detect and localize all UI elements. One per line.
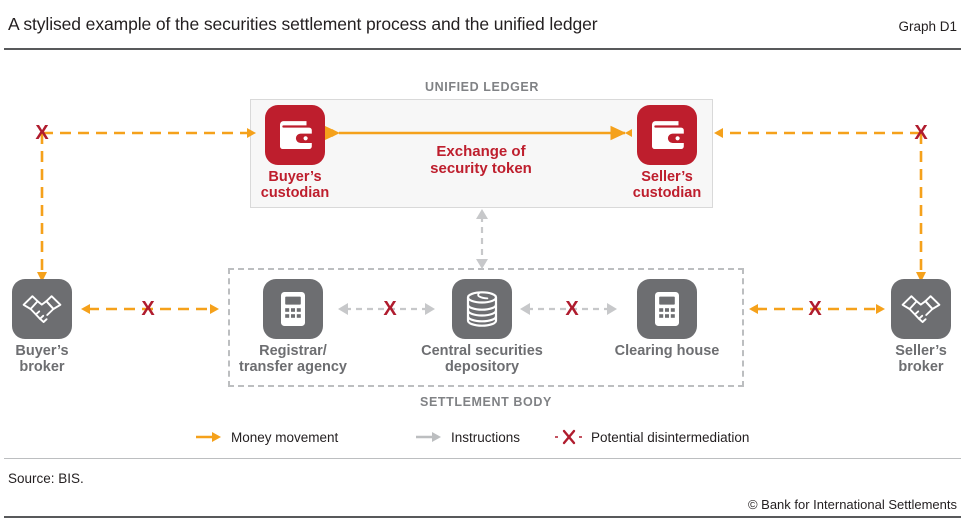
- database-icon: [452, 279, 512, 339]
- legend-item-money-movement: Money movement: [195, 425, 338, 449]
- unified-ledger-caption: UNIFIED LEDGER: [425, 80, 539, 94]
- handshake-icon: [891, 279, 951, 339]
- x-marker-left-corner: X: [35, 122, 49, 144]
- legend-label: Potential disintermediation: [591, 429, 750, 445]
- money-path-right: [714, 128, 926, 282]
- solid-orange-arrow-icon: [196, 432, 221, 442]
- red-x-dashed-icon: [555, 429, 583, 445]
- x-marker-settlement-seller-broker: X: [808, 298, 822, 320]
- header-divider: [4, 48, 961, 50]
- footer-divider-top: [4, 458, 961, 459]
- node-label: Clearing house: [614, 343, 720, 359]
- legend-label: Instructions: [451, 429, 521, 445]
- copyright-note: © Bank for International Settlements: [747, 497, 957, 512]
- legend-item-instructions: Instructions: [415, 425, 520, 449]
- footer-divider-bottom: [4, 516, 961, 518]
- settlement-body-box: [228, 268, 744, 387]
- node-label: Seller’s custodian: [632, 169, 702, 202]
- money-path-left: [37, 128, 256, 282]
- legend-label: Money movement: [231, 429, 339, 445]
- instruction-arrow-ledger-settlement: [476, 209, 488, 269]
- x-marker-csd-clearing: X: [565, 298, 579, 320]
- graph-number: Graph D1: [898, 19, 957, 34]
- solid-grey-arrow-icon: [416, 432, 441, 442]
- node-label: Buyer’s custodian: [260, 169, 330, 202]
- settlement-body-caption: SETTLEMENT BODY: [420, 395, 552, 409]
- legend-item-potential-disintermediation: Potential disintermediation: [555, 425, 749, 449]
- node-label: Buyer’s broker: [15, 343, 69, 376]
- node-label: Registrar/ transfer agency: [239, 343, 347, 376]
- legend: Money movement Instructions Potential di…: [195, 425, 775, 449]
- exchange-of-security-token-label: Exchange of security token: [430, 143, 532, 178]
- x-marker-right-corner: X: [914, 122, 928, 144]
- x-marker-registrar-csd: X: [383, 298, 397, 320]
- page-title: A stylised example of the securities set…: [8, 14, 598, 34]
- node-label: Central securities depository: [421, 343, 543, 376]
- unified-ledger-box: [250, 99, 713, 208]
- node-label: Seller’s broker: [895, 343, 947, 376]
- wallet-icon: [265, 105, 325, 165]
- calculator-icon: [263, 279, 323, 339]
- calculator-icon: [637, 279, 697, 339]
- x-marker-buyer-broker-settlement: X: [141, 298, 155, 320]
- source-note: Source: BIS.: [8, 471, 84, 486]
- handshake-icon: [12, 279, 72, 339]
- wallet-icon: [637, 105, 697, 165]
